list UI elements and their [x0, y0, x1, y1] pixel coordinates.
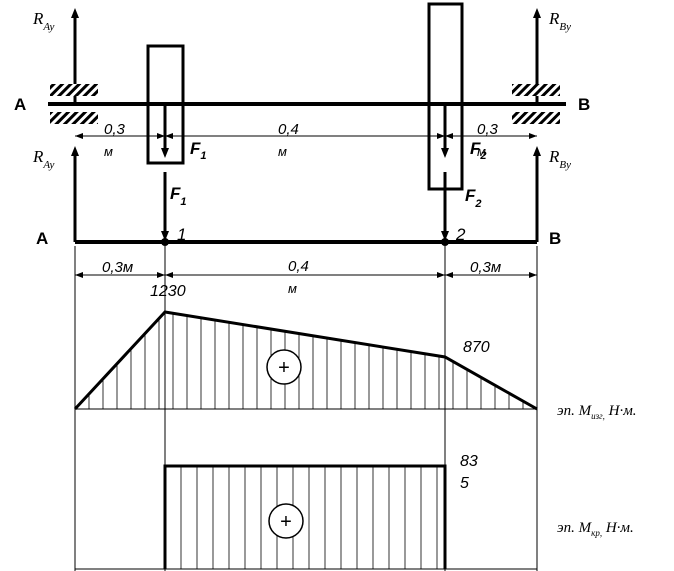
reaction-left-beam-label: RAy	[32, 147, 55, 171]
shaft-dim-tick-2	[157, 133, 165, 139]
force-1-arrowhead	[161, 148, 169, 158]
shaft-end-left-label: A	[14, 95, 26, 114]
beam-point-2-label: 2	[455, 225, 466, 244]
bending-sign-circle	[266, 349, 302, 385]
bending-moment-diagram: + 1230 870 эп. Мизг, Н·м.	[73, 283, 637, 421]
beam-force-2-arrowhead	[441, 231, 449, 241]
torque-diagram: + 83 5 эп. Мкр, Н·м.	[75, 453, 634, 570]
beam-dim-b-value: 0,4	[288, 258, 309, 275]
shaft-end-right-label: B	[578, 95, 590, 114]
shaft-dim-a-unit: м	[104, 144, 113, 159]
shaft-dim-b-unit: м	[278, 144, 287, 159]
force-2-arrowhead	[441, 148, 449, 158]
beam-point-1	[161, 238, 169, 246]
shaft-dim-c-value: 0,3	[477, 121, 499, 138]
bending-value-point-1: 1230	[150, 283, 186, 300]
beam-dim-tick-3	[165, 272, 173, 278]
beam-dim-tick-1	[75, 272, 83, 278]
beam-force-1-arrowhead	[161, 231, 169, 241]
bending-hatching	[88, 313, 524, 409]
torque-value-line-1: 83	[460, 453, 478, 470]
pulley-1	[146, 44, 185, 165]
torque-sign: +	[280, 511, 292, 533]
beam-dim-tick-2	[157, 272, 165, 278]
shaft-dim-tick-6	[529, 133, 537, 139]
beam-dim-tick-4	[437, 272, 445, 278]
beam-dim-b-unit: м	[288, 281, 297, 296]
beam-end-left-label: A	[36, 229, 48, 248]
bearing-right-bottom	[512, 112, 560, 124]
force-2-label-shaft: F2	[470, 139, 487, 162]
force-1-label-shaft: F1	[190, 139, 207, 162]
shaft-dim-tick-5	[445, 133, 453, 139]
shaft-dim-tick-4	[437, 133, 445, 139]
bearing-right-top	[512, 84, 560, 96]
force-1-label-beam: F1	[170, 184, 187, 208]
shaft-dim-tick-1	[75, 133, 83, 139]
shaft-schematic: A B RAy RBy 0,3 м 0,4 м 0,3 м F1 F2	[14, 2, 590, 191]
beam-point-2	[441, 238, 449, 246]
torque-caption: эп. Мкр, Н·м.	[557, 520, 634, 538]
reaction-arrowhead-left-top	[71, 8, 79, 18]
bending-value-point-2: 870	[463, 339, 490, 356]
beam-reaction-arrowhead-right	[533, 146, 541, 156]
beam-dim-a-label: 0,3м	[102, 259, 133, 276]
beam-dim-tick-6	[529, 272, 537, 278]
bearing-left-bottom	[50, 112, 98, 124]
torque-hatching	[180, 466, 438, 569]
reaction-arrowhead-right-top	[533, 8, 541, 18]
shaft-dim-b-value: 0,4	[278, 121, 299, 138]
reaction-left-top-label: RAy	[32, 9, 55, 33]
beam-dim-tick-5	[445, 272, 453, 278]
bending-moment-outline	[73, 310, 538, 411]
shaft-dim-c-unit: м	[477, 144, 486, 159]
torque-outline	[163, 464, 447, 569]
shaft-dim-a-value: 0,3	[104, 121, 126, 138]
beam-dim-c-label: 0,3м	[470, 259, 501, 276]
bearing-left-top	[50, 84, 98, 96]
beam-reaction-arrowhead-left	[71, 146, 79, 156]
pulley-2	[427, 2, 464, 191]
reaction-right-beam-label: RBy	[548, 147, 571, 171]
beam-end-right-label: B	[549, 229, 561, 248]
force-2-label-beam: F2	[465, 186, 482, 210]
bending-sign: +	[278, 357, 290, 379]
shaft-dim-tick-3	[165, 133, 173, 139]
bending-caption: эп. Мизг, Н·м.	[557, 403, 637, 421]
beam-scheme: A B 1 2 RAy RBy F1 F2 0,3м 0,4 м 0,3м	[32, 146, 571, 296]
beam-point-1-label: 1	[177, 225, 186, 244]
torque-value-line-2: 5	[460, 475, 469, 492]
torque-sign-circle	[268, 503, 304, 539]
reaction-right-top-label: RBy	[548, 9, 571, 33]
